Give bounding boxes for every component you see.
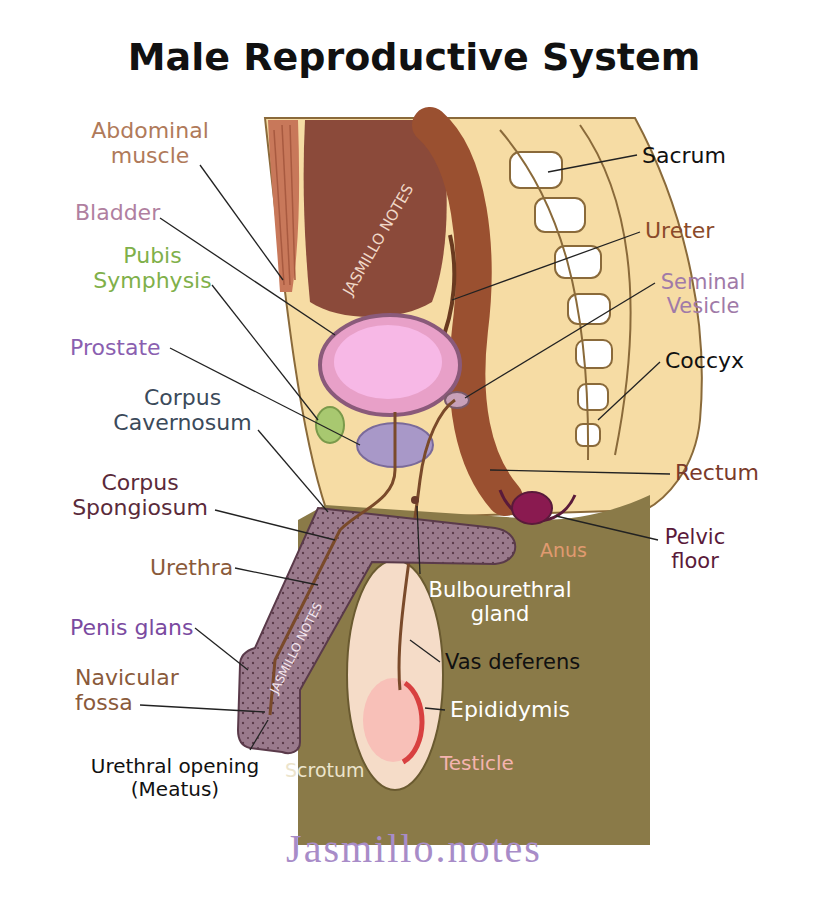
leader-line bbox=[212, 285, 318, 420]
part-label: Abdominal muscle bbox=[75, 118, 225, 169]
leader-line bbox=[200, 165, 283, 280]
part-label: Scrotum bbox=[285, 760, 365, 782]
part-label: Anus bbox=[540, 540, 587, 562]
diagram-title: Male Reproductive System bbox=[0, 36, 828, 80]
anus bbox=[512, 492, 552, 524]
part-label: Ureter bbox=[645, 218, 714, 243]
bladder bbox=[320, 315, 460, 415]
leader-line bbox=[140, 705, 265, 712]
part-label: Vas deferens bbox=[445, 650, 580, 674]
rectum bbox=[430, 125, 505, 498]
leader-line bbox=[598, 362, 660, 420]
part-label: Pubis Symphysis bbox=[75, 243, 230, 294]
vertebra bbox=[568, 294, 610, 324]
muscle-stripe bbox=[290, 125, 295, 280]
part-label: Rectum bbox=[675, 460, 759, 485]
leader-line bbox=[548, 155, 637, 172]
part-label: Seminal Vesicle bbox=[648, 270, 758, 318]
ureter bbox=[440, 235, 454, 345]
spine-outline bbox=[500, 130, 588, 460]
epididymis bbox=[403, 683, 422, 762]
spine-outline bbox=[580, 125, 631, 455]
part-label: Testicle bbox=[440, 752, 514, 775]
leader-line bbox=[235, 568, 318, 585]
vertebra bbox=[576, 340, 612, 368]
vertebra bbox=[555, 246, 601, 278]
part-label: Navicular fossa bbox=[75, 665, 205, 716]
leader-line bbox=[215, 510, 335, 540]
vertebra bbox=[578, 384, 608, 410]
part-label: Pelvic floor bbox=[655, 525, 735, 573]
testicle bbox=[363, 678, 423, 762]
part-label: Bulbourethral gland bbox=[415, 578, 585, 626]
part-label: Urethra bbox=[150, 555, 233, 580]
part-label: Corpus Cavernosum bbox=[100, 385, 265, 436]
leader-line bbox=[490, 470, 670, 474]
part-label: Sacrum bbox=[642, 143, 726, 168]
part-label: Coccyx bbox=[665, 348, 744, 373]
leader-line bbox=[410, 640, 440, 662]
body-ground bbox=[265, 118, 702, 520]
vertebrae bbox=[510, 152, 612, 446]
part-label: Penis glans bbox=[70, 615, 194, 640]
vertebra bbox=[535, 198, 585, 232]
leader-line bbox=[417, 506, 420, 574]
muscle-stripe bbox=[274, 130, 284, 285]
abdominal-organs bbox=[304, 120, 447, 317]
leader-line bbox=[195, 628, 248, 670]
bulbourethral-gland bbox=[411, 496, 419, 504]
muscle-stripe bbox=[282, 125, 290, 285]
part-label: Prostate bbox=[70, 335, 161, 360]
leader-lines bbox=[140, 155, 670, 750]
leader-line bbox=[250, 720, 268, 750]
leader-line bbox=[258, 430, 328, 512]
bladder-inner bbox=[334, 325, 442, 399]
part-label: Epididymis bbox=[450, 697, 570, 722]
muscle-stripes bbox=[274, 125, 295, 285]
part-label: Bladder bbox=[75, 200, 160, 225]
leader-line bbox=[556, 516, 658, 540]
leader-line bbox=[465, 283, 655, 398]
part-label: Corpus Spongiosum bbox=[60, 470, 220, 521]
brand-caption: Jasmillo.notes bbox=[0, 826, 828, 872]
leader-line bbox=[452, 232, 640, 300]
leader-line bbox=[425, 708, 445, 710]
part-label: Urethral opening (Meatus) bbox=[70, 755, 280, 801]
